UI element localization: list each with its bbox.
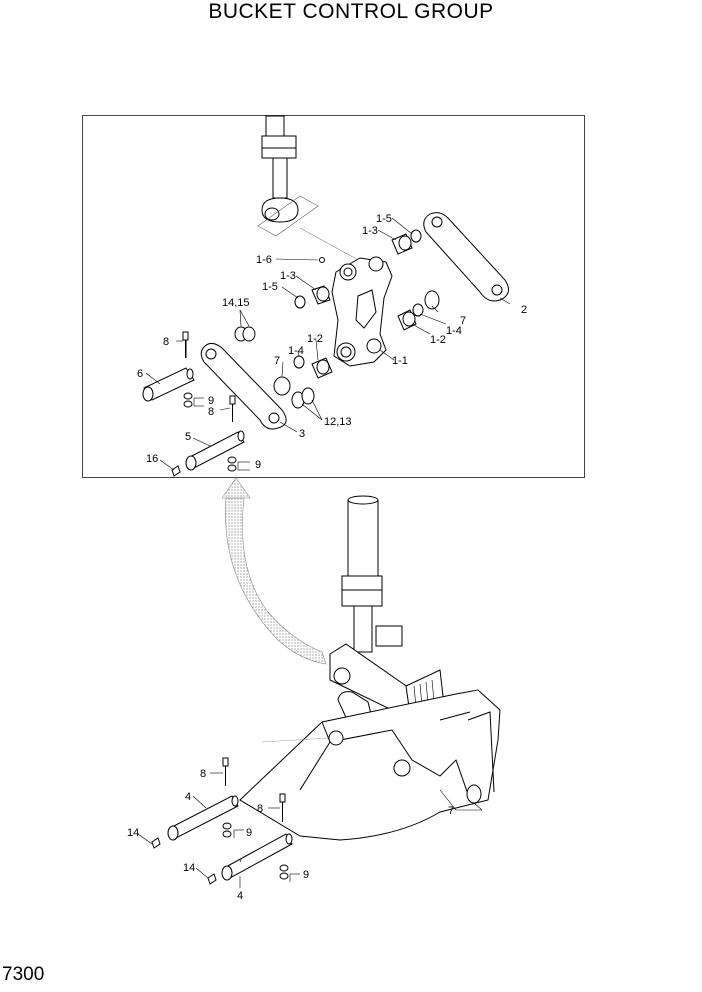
- callout-leaders-main: [137, 737, 483, 888]
- dust-seal-1-4-left: [293, 355, 305, 369]
- view-reference-arrow: [221, 477, 327, 665]
- callout-1-6: 1-6: [256, 254, 272, 266]
- callout-7-left: 7: [274, 355, 280, 367]
- shim-15: [242, 326, 256, 342]
- callout-9-main-lower: 9: [303, 869, 309, 881]
- bracket-part-1-1: [331, 256, 393, 367]
- bolt-8-main-upper: [222, 757, 229, 786]
- bushing-1-2-right: [397, 309, 417, 331]
- detail-view-frame: [82, 115, 585, 478]
- grease-nipple-16: [171, 465, 181, 477]
- bolt-8-upper: [182, 331, 189, 358]
- bushing-1-3-upper: [391, 233, 413, 255]
- o-ring-7-upper: [424, 290, 440, 310]
- callout-3: 3: [299, 428, 305, 440]
- callout-1-1: 1-1: [392, 355, 408, 367]
- callout-5: 5: [185, 431, 191, 443]
- callout-1-2-right: 1-2: [430, 334, 446, 346]
- washer-9-upper-a: [183, 392, 193, 400]
- o-ring-7-main: [466, 784, 482, 804]
- callout-8-lower: 8: [208, 406, 214, 418]
- callout-8-upper: 8: [163, 336, 169, 348]
- callout-1-3-left: 1-3: [280, 270, 296, 282]
- callout-14-15: 14,15: [222, 297, 250, 309]
- bushing-1-3-left: [311, 285, 331, 305]
- nut-9-lower-b: [227, 464, 237, 472]
- nut-9-upper-b: [183, 400, 193, 408]
- callout-labels: 1-5 1-3 1-6 1-3 1-5 14,15 8 6 7 1-4 1-2 …: [127, 213, 527, 902]
- link-part-2: [423, 212, 510, 302]
- callout-7-upper: 7: [460, 315, 466, 327]
- callout-4-upper: 4: [185, 791, 191, 803]
- bushing-1-2-left: [311, 357, 333, 379]
- callout-9-upper: 9: [208, 395, 214, 407]
- bolt-8-main-lower: [279, 793, 286, 822]
- callout-8-main-lower: 8: [257, 803, 263, 815]
- callout-16: 16: [146, 453, 158, 465]
- grease-nipple-14-upper: [151, 837, 161, 849]
- callout-1-3-upper: 1-3: [362, 225, 378, 237]
- callout-1-2-left: 1-2: [307, 333, 323, 345]
- dust-seal-1-5-left: [294, 295, 306, 309]
- o-ring-7-left: [273, 376, 291, 396]
- nut-9-main-lower-b: [279, 872, 289, 880]
- callout-1-4-right: 1-4: [446, 325, 462, 337]
- nut-9-main-upper-b: [222, 830, 232, 838]
- callout-1-4-left: 1-4: [288, 345, 304, 357]
- callout-7-main: 7: [448, 805, 454, 817]
- callout-8-main-upper: 8: [200, 768, 206, 780]
- callout-4-lower: 4: [237, 890, 243, 902]
- callout-6: 6: [137, 368, 143, 380]
- pin-4-upper: [167, 795, 239, 841]
- callout-1-5-left: 1-5: [262, 281, 278, 293]
- link-part-3: [200, 342, 287, 430]
- dust-seal-1-5-upper: [410, 229, 422, 243]
- page-number: 7300: [2, 964, 45, 985]
- washer-9-lower-a: [227, 456, 237, 464]
- callout-14-lower: 14: [183, 862, 195, 874]
- callout-2: 2: [521, 304, 527, 316]
- bucket-assembly: [151, 495, 501, 885]
- pin-part-6: [142, 367, 195, 402]
- washer-9-main-lower-a: [279, 864, 289, 872]
- callout-12-13: 12,13: [324, 416, 352, 428]
- cylinder-rod-end-detail: [257, 115, 363, 263]
- grease-nipple-1-6: [319, 257, 325, 263]
- bolt-8-lower: [229, 395, 236, 422]
- callout-9-main-upper: 9: [246, 827, 252, 839]
- pin-part-5: [185, 430, 245, 471]
- dust-seal-1-4-right: [412, 303, 424, 317]
- washer-9-main-upper-a: [222, 822, 232, 830]
- pin-4-lower: [221, 833, 293, 881]
- seal-13: [301, 387, 315, 405]
- grease-nipple-14-lower: [207, 873, 217, 885]
- callout-leaders-detail: [145, 217, 511, 471]
- page-title: BUCKET CONTROL GROUP: [208, 0, 494, 23]
- callout-14-upper: 14: [127, 827, 139, 839]
- callout-1-5-upper: 1-5: [376, 213, 392, 225]
- callout-9-lower: 9: [255, 459, 261, 471]
